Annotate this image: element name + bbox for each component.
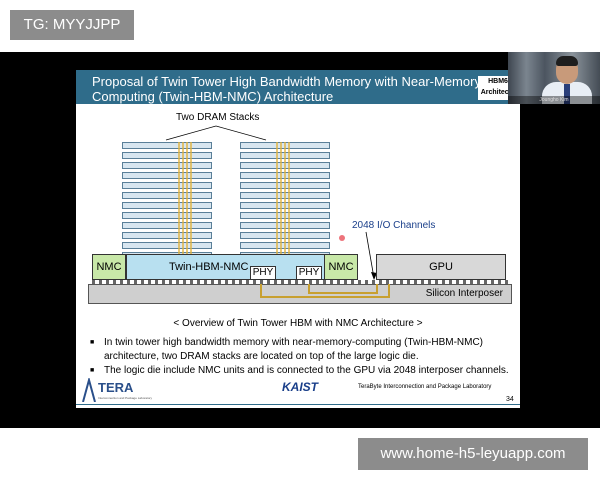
slide-footer: TERA Interconnection and Package Laborat… — [76, 372, 520, 408]
interposer-trace-6 — [376, 284, 378, 294]
stacks-label: Two DRAM Stacks — [176, 112, 260, 123]
overlay-tag: TG: MYYJJPP — [10, 10, 134, 40]
io-channels-label: 2048 I/O Channels — [352, 220, 436, 231]
tera-logo-text: TERA — [98, 380, 134, 395]
silicon-interposer: Silicon Interposer — [88, 284, 512, 304]
phy-left-label: PHY — [252, 267, 274, 278]
footer-divider — [76, 404, 520, 405]
stacks-bracket — [165, 125, 377, 280]
interposer-trace-2 — [260, 296, 390, 298]
page-number: 34 — [506, 396, 514, 403]
dram-stack-right — [240, 142, 330, 262]
interposer-trace-4 — [308, 284, 310, 294]
gpu-block: GPU — [376, 254, 506, 280]
bullet-item: The logic die include NMC units and is c… — [90, 364, 510, 378]
phy-right-label: PHY — [298, 267, 320, 278]
speaker-hair — [556, 56, 578, 66]
speaker-tie — [564, 84, 570, 104]
interposer-label: Silicon Interposer — [425, 288, 503, 299]
nmc-right-label: NMC — [328, 261, 354, 273]
bullet-list: In twin tower high bandwidth memory with… — [90, 336, 510, 378]
webcam-overlay: Joungho Kim — [508, 52, 600, 104]
slide: Proposal of Twin Tower High Bandwidth Me… — [76, 70, 520, 408]
overlay-url: www.home-h5-leyuapp.com — [358, 438, 588, 470]
figure-caption: < Overview of Twin Tower HBM with NMC Ar… — [173, 318, 423, 329]
tera-logo: TERA Interconnection and Package Laborat… — [82, 378, 152, 404]
pointer-dot — [339, 235, 345, 241]
interposer-trace-5 — [308, 292, 378, 294]
slide-title-bar: Proposal of Twin Tower High Bandwidth Me… — [76, 70, 520, 104]
tera-logo-subtext: Interconnection and Package Laboratory — [98, 396, 153, 400]
kaist-logo: KAIST — [282, 380, 318, 394]
webcam-name-label: Joungho Kim — [508, 96, 600, 104]
slide-title: Proposal of Twin Tower High Bandwidth Me… — [92, 74, 481, 104]
phy-block-left: PHY — [250, 266, 276, 280]
tera-logo-icon — [82, 378, 96, 402]
nmc-left-label: NMC — [96, 261, 122, 273]
nmc-block-right: NMC — [324, 254, 358, 280]
logic-die: Twin-HBM-NMC — [126, 254, 326, 280]
interposer-trace-3 — [388, 284, 390, 298]
logic-die-label: Twin-HBM-NMC — [169, 261, 249, 273]
lab-name: TeraByte Interconnection and Package Lab… — [358, 384, 492, 390]
bullet-item: In twin tower high bandwidth memory with… — [90, 336, 510, 364]
microbumps — [92, 280, 510, 284]
dram-stack-left — [122, 142, 212, 262]
nmc-block-left: NMC — [92, 254, 126, 280]
phy-block-right: PHY — [296, 266, 322, 280]
interposer-trace-1 — [260, 284, 262, 298]
gpu-label: GPU — [429, 261, 453, 273]
